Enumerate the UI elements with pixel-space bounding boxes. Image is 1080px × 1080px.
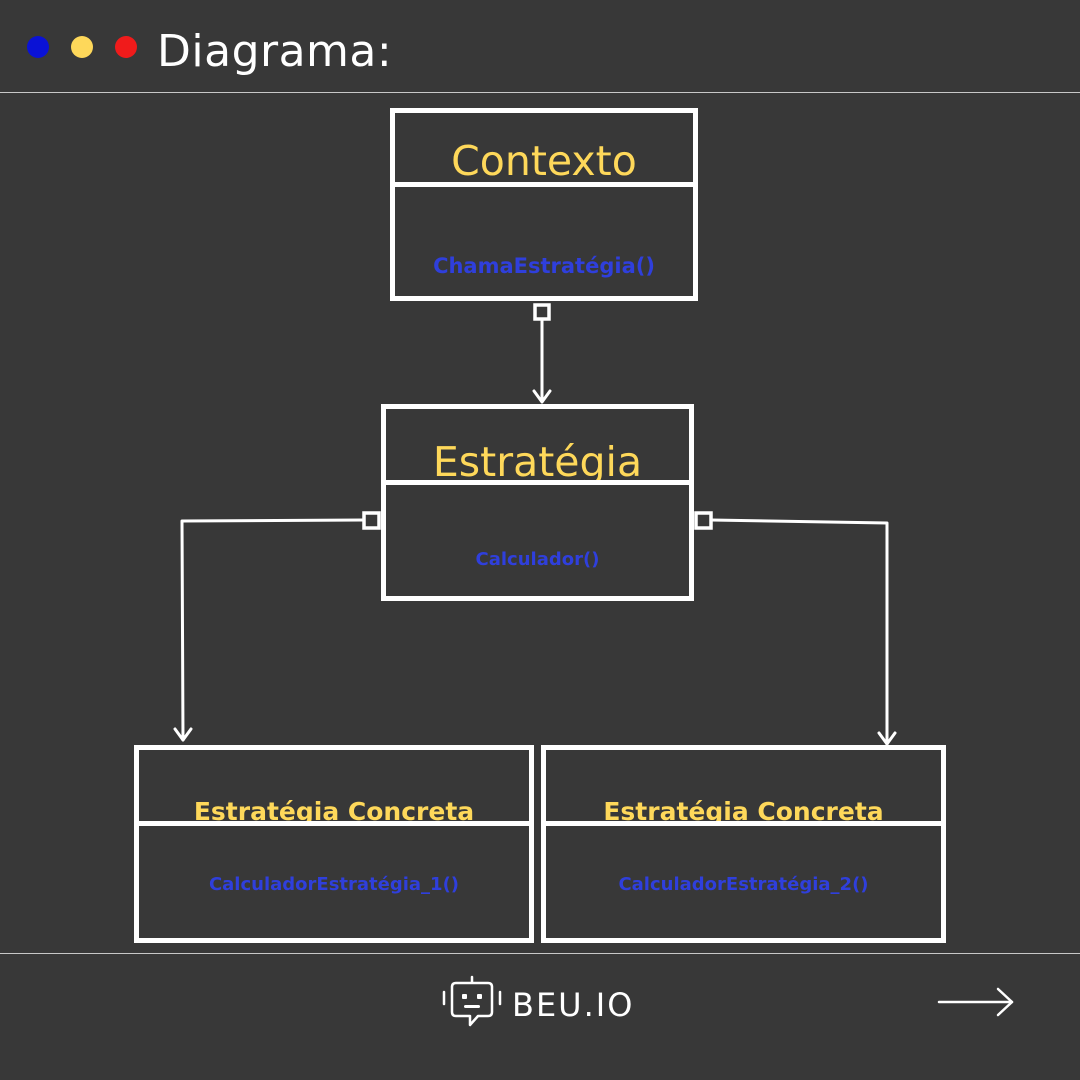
arrowhead-estrategia: [532, 389, 552, 404]
arrowhead-concreta-1: [173, 727, 193, 742]
robot-chat-icon: [440, 974, 504, 1036]
window-dot-red: [115, 36, 137, 58]
class-box-contexto: Contexto ChamaEstratégia(): [390, 108, 698, 301]
class-box-concreta-2: Estratégia Concreta CalculadorEstratégia…: [541, 745, 946, 943]
class-header-concreta-2: Estratégia Concreta: [546, 750, 941, 826]
header-divider: [0, 92, 1080, 93]
class-body-contexto: ChamaEstratégia(): [395, 187, 693, 296]
method-calculador-estrategia-2: CalculadorEstratégia_2(): [618, 874, 869, 895]
brand-name: BEU.IO: [512, 986, 635, 1024]
connector-estrategia-concreta-2: [709, 518, 889, 746]
class-body-concreta-1: CalculadorEstratégia_1(): [139, 826, 529, 938]
page-title: Diagrama:: [157, 26, 393, 77]
class-header-concreta-1: Estratégia Concreta: [139, 750, 529, 826]
class-box-estrategia: Estratégia Calculador(): [381, 404, 694, 601]
port-estrategia-right: [694, 511, 713, 530]
brand-logo: BEU.IO: [440, 974, 634, 1036]
class-body-estrategia: Calculador(): [386, 485, 689, 596]
connector-estrategia-concreta-1: [180, 518, 366, 742]
method-calculador-estrategia-1: CalculadorEstratégia_1(): [208, 874, 460, 895]
class-body-concreta-2: CalculadorEstratégia_2(): [546, 826, 941, 938]
port-estrategia-left: [362, 511, 381, 530]
method-calculador: Calculador(): [475, 549, 600, 570]
class-header-contexto: Contexto: [395, 113, 693, 187]
class-box-concreta-1: Estratégia Concreta CalculadorEstratégia…: [134, 745, 534, 943]
class-name-contexto: Contexto: [451, 137, 637, 185]
class-header-estrategia: Estratégia: [386, 409, 689, 485]
arrowhead-concreta-2: [877, 731, 897, 746]
class-name-estrategia: Estratégia: [432, 438, 643, 485]
class-name-concreta-1: Estratégia Concreta: [193, 797, 475, 826]
class-name-concreta-2: Estratégia Concreta: [603, 797, 884, 826]
window-dot-yellow: [71, 36, 93, 58]
footer-divider: [0, 953, 1080, 954]
arrow-right-icon[interactable]: [936, 985, 1016, 1023]
window-dot-blue: [27, 36, 49, 58]
port-contexto: [533, 303, 551, 321]
method-chama-estrategia: ChamaEstratégia(): [433, 254, 655, 278]
